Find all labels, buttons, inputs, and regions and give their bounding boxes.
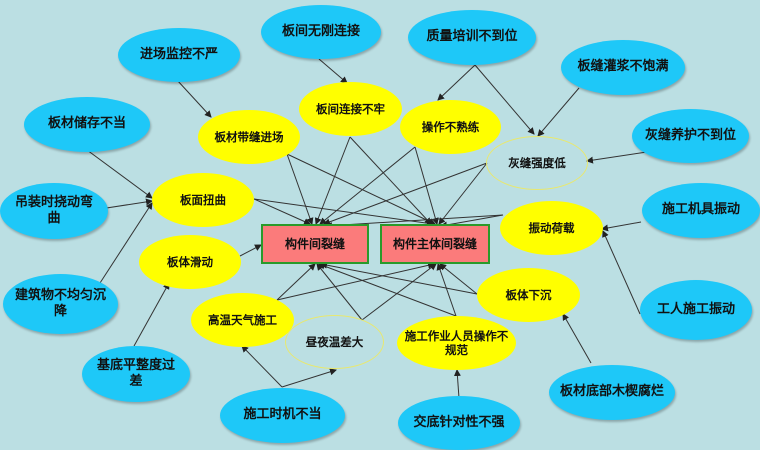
cause-panel-twist[interactable]: 板面扭曲 xyxy=(152,173,254,227)
root-cause-improper-storage[interactable]: 板材储存不当 xyxy=(24,97,150,152)
root-cause-no-rigid-connection[interactable]: 板间无刚连接 xyxy=(261,5,381,59)
root-cause-machinery-vibration[interactable]: 施工机具振动 xyxy=(642,183,760,238)
root-cause-poorly-targeted-briefing[interactable]: 交底针对性不强 xyxy=(398,396,520,450)
root-cause-uneven-settlement[interactable]: 建筑物不均匀沉降 xyxy=(3,274,118,334)
root-cause-rotten-wood-wedge[interactable]: 板材底部木楔腐烂 xyxy=(549,365,675,420)
cause-board-with-cracks[interactable]: 板材带缝进场 xyxy=(198,110,300,164)
cause-loose-connection[interactable]: 板间连接不牢 xyxy=(299,82,402,136)
cause-panel-sinking[interactable]: 板体下沉 xyxy=(477,268,580,322)
cause-unskilled-operation[interactable]: 操作不熟练 xyxy=(400,100,501,154)
cause-panel-sliding[interactable]: 板体滑动 xyxy=(139,235,241,289)
cause-irregular-worker-operation[interactable]: 施工作业人员操作不规范 xyxy=(397,316,516,370)
root-cause-insufficient-grouting[interactable]: 板缝灌浆不饱满 xyxy=(561,40,685,95)
root-cause-worker-vibration[interactable]: 工人施工振动 xyxy=(640,280,752,340)
root-cause-inadequate-training[interactable]: 质量培训不到位 xyxy=(408,10,536,65)
effect-box-component-crack[interactable]: 构件间裂缝 xyxy=(261,224,369,264)
root-cause-poor-base-flatness[interactable]: 基底平整度过差 xyxy=(82,346,190,402)
root-cause-improper-timing[interactable]: 施工时机不当 xyxy=(220,388,345,443)
cause-vibration-load[interactable]: 振动荷载 xyxy=(500,201,603,255)
effect-box-main-body-crack[interactable]: 构件主体间裂缝 xyxy=(380,224,490,264)
root-cause-lax-entry-inspection[interactable]: 进场监控不严 xyxy=(118,28,240,82)
cause-day-night-temperature-difference[interactable]: 昼夜温差大 xyxy=(285,315,384,369)
cause-low-joint-strength[interactable]: 灰缝强度低 xyxy=(486,136,588,190)
root-cause-hoisting-deflection[interactable]: 吊装时挠动弯曲 xyxy=(0,183,108,239)
root-cause-insufficient-curing[interactable]: 灰缝养护不到位 xyxy=(632,109,749,163)
cause-high-temperature-construction[interactable]: 高温天气施工 xyxy=(191,293,294,347)
